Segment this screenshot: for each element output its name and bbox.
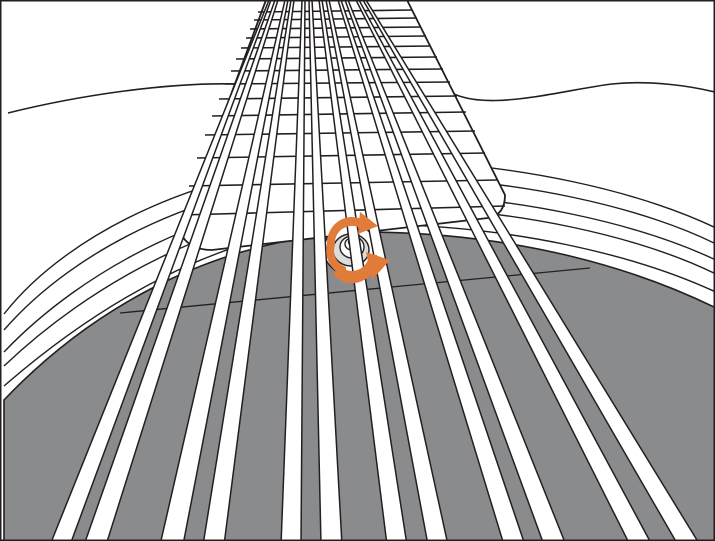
- rotate-arrows-icon: [326, 212, 390, 284]
- strings: [51, 1, 698, 540]
- guitar-body-outline: [7, 81, 714, 114]
